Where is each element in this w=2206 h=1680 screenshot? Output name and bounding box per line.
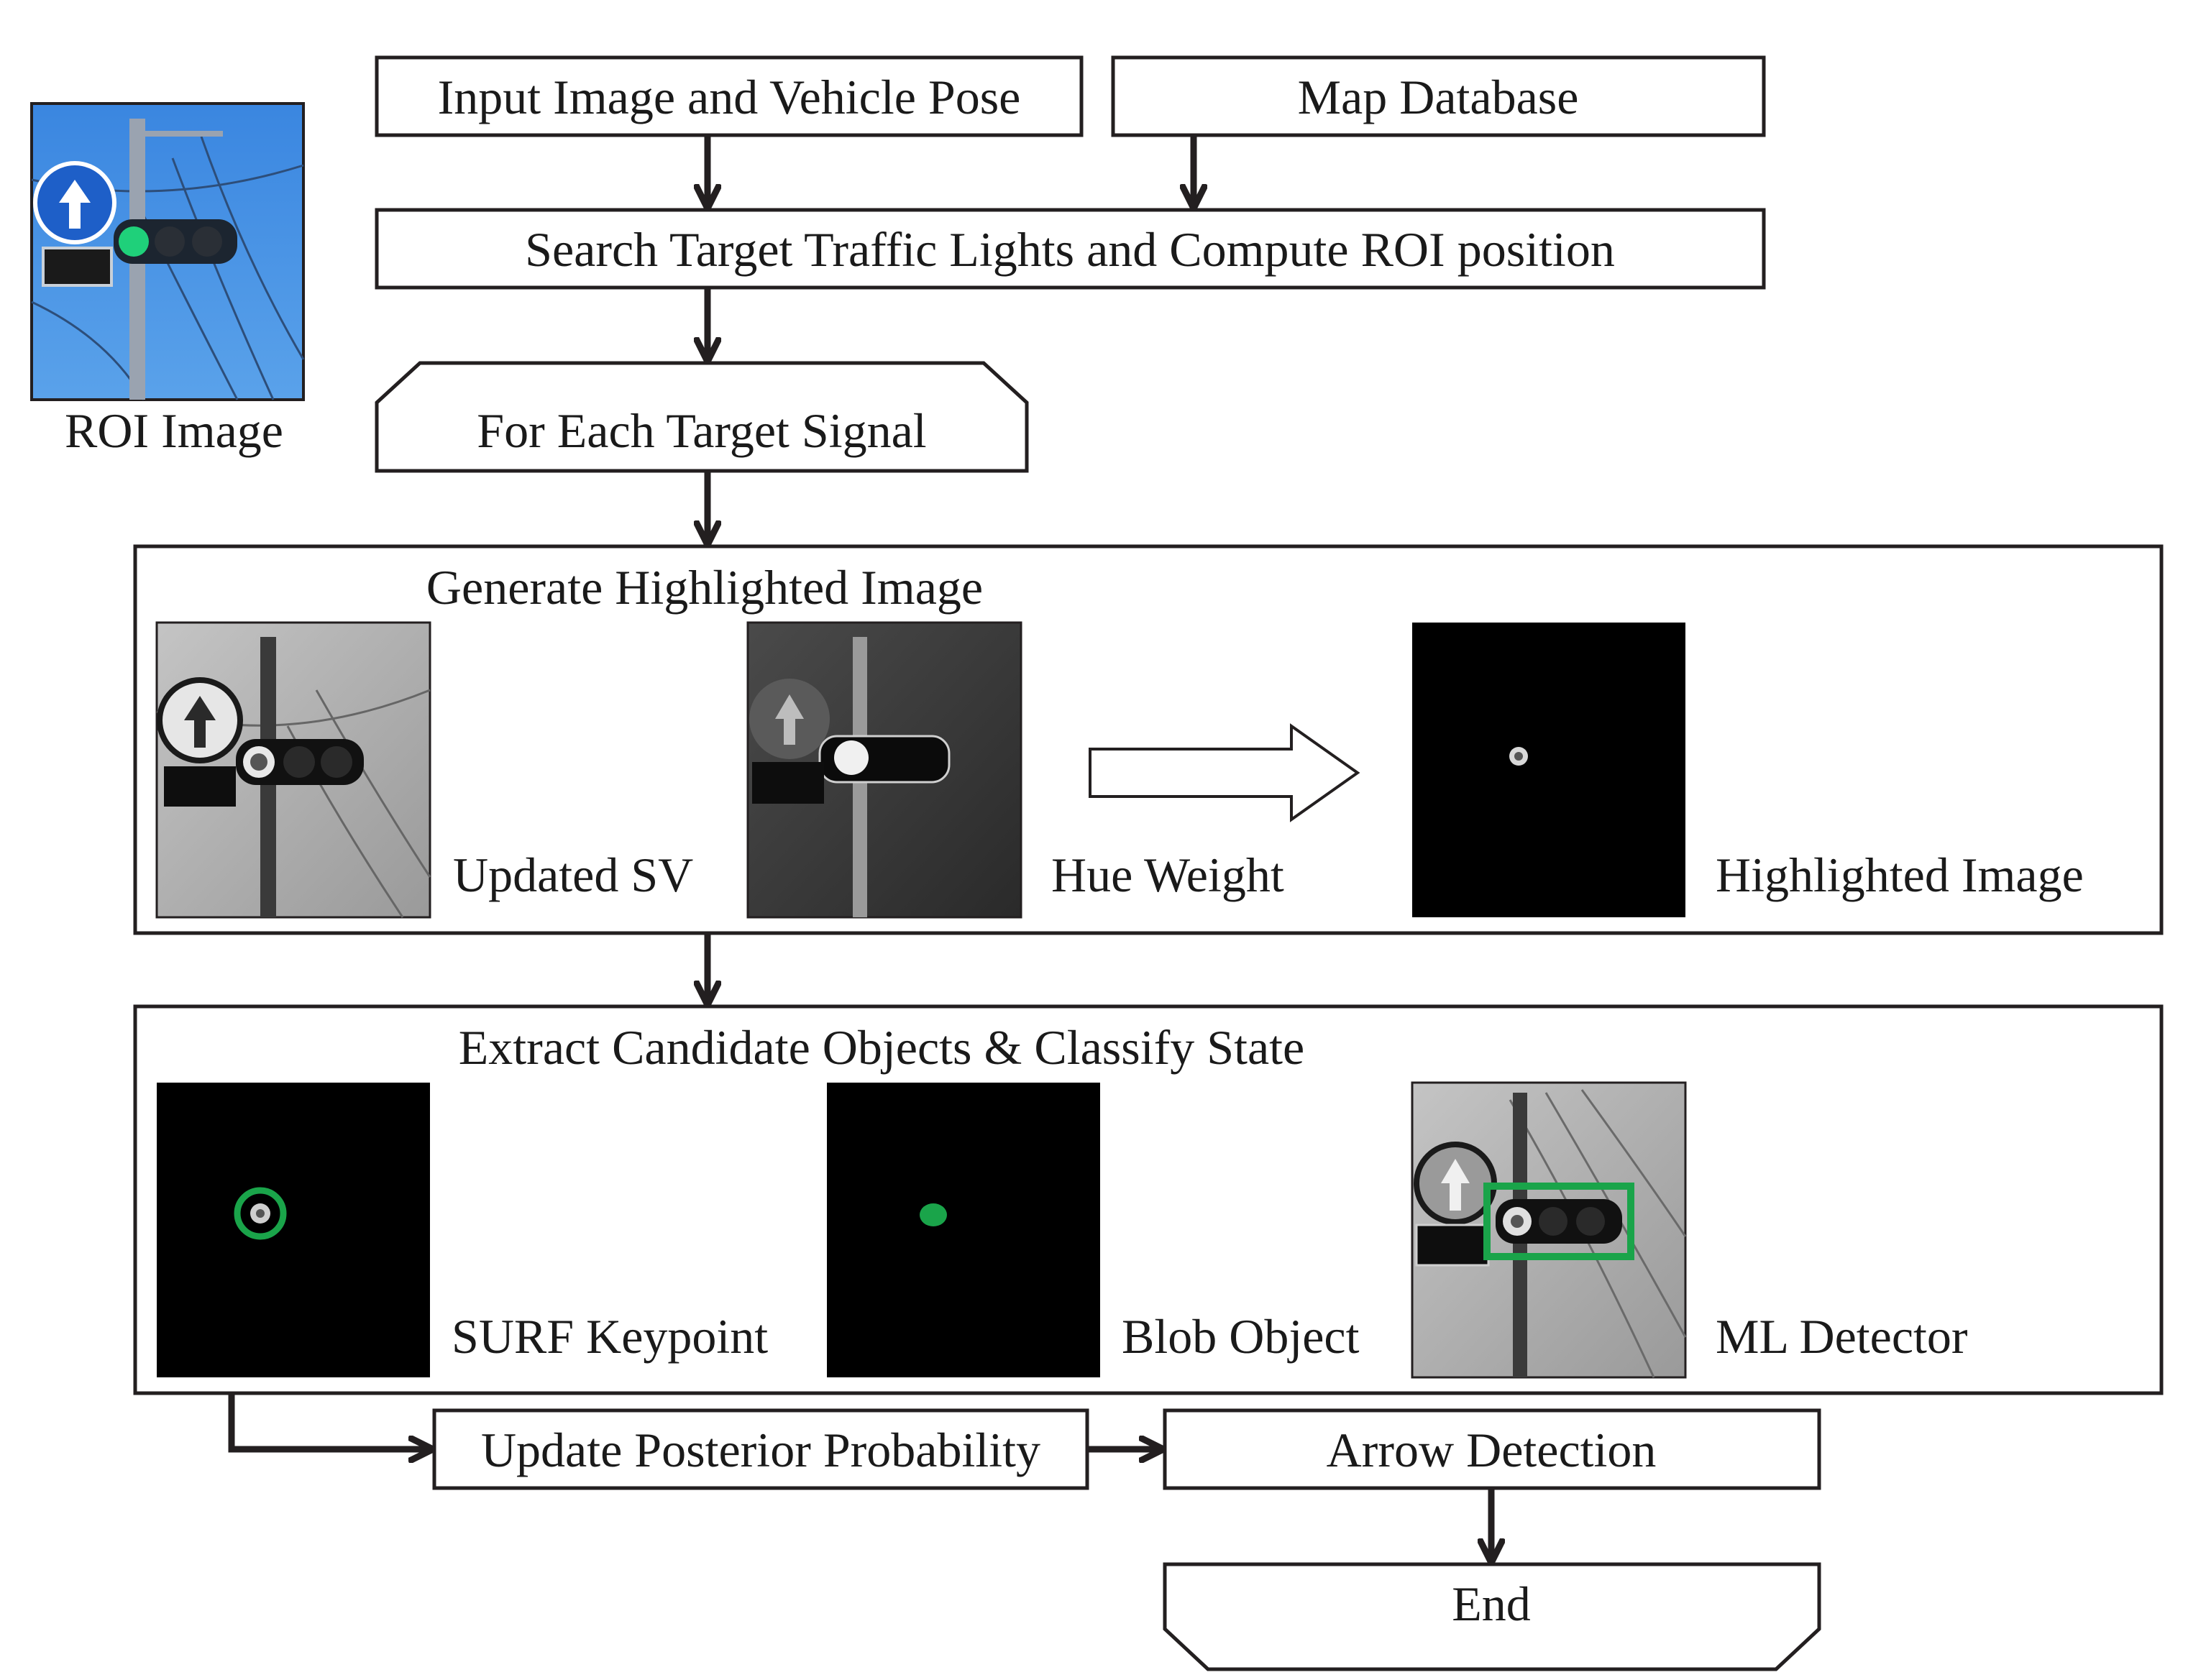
search-node: Search Target Traffic Lights and Compute… [375,208,1766,290]
arrow-detection-node: Arrow Detection [1163,1408,1821,1490]
connectors [228,135,1491,1563]
for-each-loop-node: For Each Target Signal [375,361,1029,473]
blob-object-caption: Blob Object [1122,1309,1360,1364]
stage1-title: Generate Highlighted Image [426,560,983,615]
arrow-stage2-to-posterior [228,1393,433,1449]
end-label: End [1452,1576,1531,1631]
end-node: End [1163,1562,1821,1671]
search-node-label: Search Target Traffic Lights and Compute… [525,222,1615,277]
hue-weight-caption: Hue Weight [1051,848,1284,902]
detection-bounding-box [1483,1183,1634,1260]
blob-object-image [827,1083,1100,1377]
updated-sv-image [155,621,431,919]
for-each-label: For Each Target Signal [477,403,926,458]
transform-arrow-icon [1089,723,1360,822]
map-database-node: Map Database [1111,55,1766,137]
map-database-label: Map Database [1298,70,1579,124]
surf-keypoint-image [157,1083,430,1377]
roi-image [30,102,305,401]
hue-weight-image [746,621,1022,919]
ml-detector-caption: ML Detector [1716,1309,1968,1364]
stage2-title: Extract Candidate Objects & Classify Sta… [459,1020,1305,1075]
extract-candidates-stage: Extract Candidate Objects & Classify Sta… [133,1004,2164,1395]
generate-highlighted-image-stage: Generate Highlighted Image Updated SV [133,544,2164,935]
roi-image-caption: ROI Image [65,403,283,458]
ml-detector-image [1411,1081,1687,1379]
highlighted-image [1412,623,1685,917]
update-posterior-label: Update Posterior Probability [481,1423,1040,1477]
input-node: Input Image and Vehicle Pose [375,55,1084,137]
arrow-detection-label: Arrow Detection [1327,1423,1657,1477]
input-node-label: Input Image and Vehicle Pose [438,70,1021,124]
updated-sv-caption: Updated SV [453,848,693,902]
update-posterior-node: Update Posterior Probability [432,1408,1089,1490]
highlighted-image-caption: Highlighted Image [1716,848,2084,902]
surf-keypoint-caption: SURF Keypoint [452,1309,768,1364]
